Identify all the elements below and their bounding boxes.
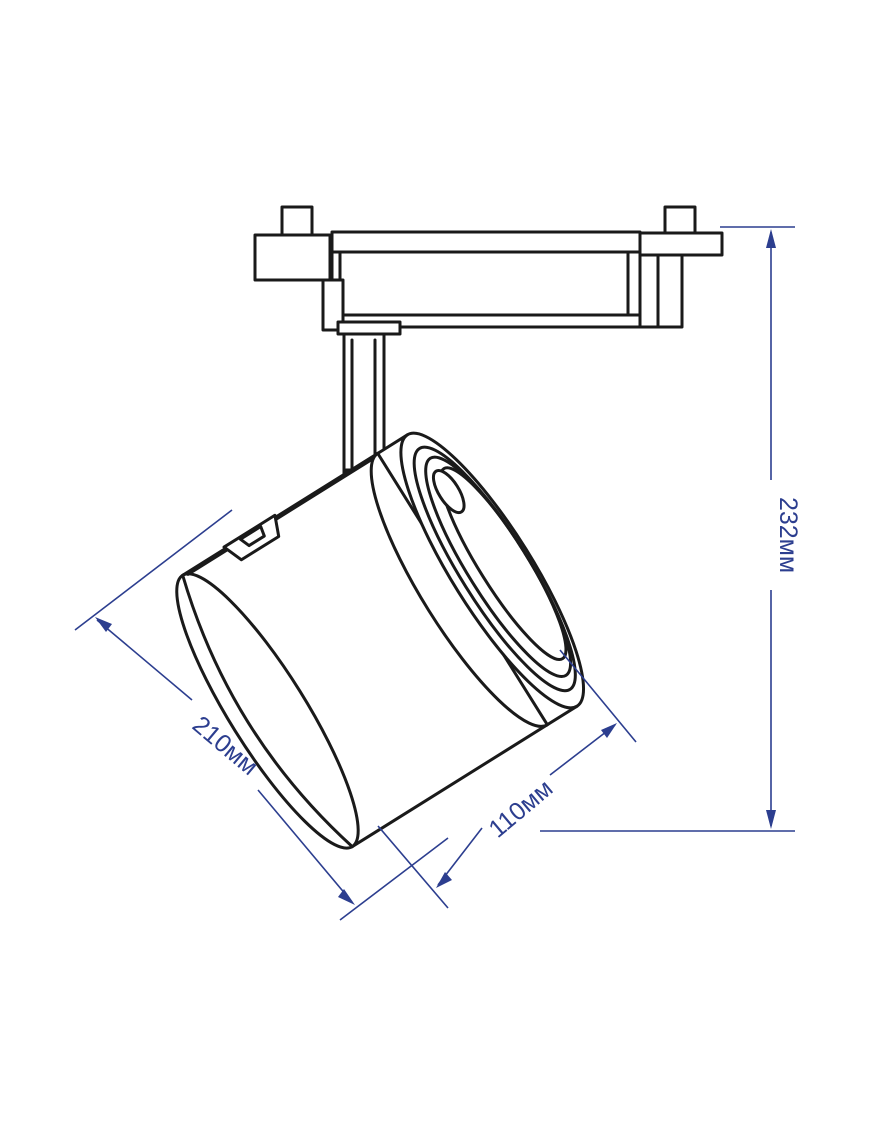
height-dimension: 232мм [540,226,802,832]
length-arrow-right [338,889,355,905]
diameter-label: 110мм [483,774,558,843]
height-arrow-top [766,229,776,248]
height-arrow-bottom [766,810,776,829]
diameter-arrow-left [436,872,452,888]
spotlight-body [175,431,586,850]
track-adapter [253,205,724,336]
length-arrow-left [95,617,112,632]
diameter-arrow-right [601,723,617,738]
height-label: 232мм [774,497,802,573]
